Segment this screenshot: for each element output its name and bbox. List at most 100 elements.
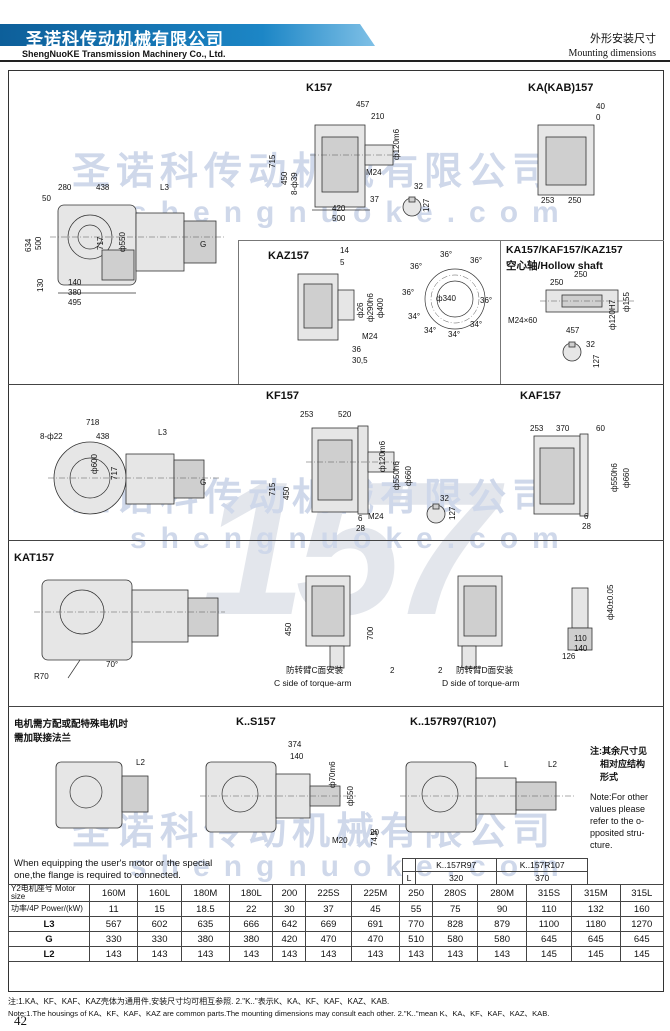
table-cell: 143	[305, 946, 352, 962]
side-note-en-2: values please	[590, 804, 646, 814]
table-cell: 160M	[88, 884, 139, 902]
kf157-side-view-drawing	[48, 441, 220, 515]
dim-text: 140	[68, 278, 82, 287]
dim-text: 36°	[470, 256, 483, 265]
table-cell: 143	[350, 946, 401, 962]
table-cell: 143	[137, 946, 182, 962]
side-note-en-4: pposited stru-	[590, 828, 645, 838]
dim-text: 34°	[448, 330, 461, 339]
dim-text: 34°	[424, 326, 437, 335]
view-label-kaz157: KAZ157	[268, 250, 309, 262]
table-row-header: 功率/4P Power/(kW)	[8, 901, 90, 917]
table-cell: 90	[477, 901, 527, 917]
table-row-header: L3	[8, 916, 90, 932]
view-label-kr97: K..157R97(R107)	[410, 716, 497, 728]
dim-text: 127	[592, 354, 601, 368]
table-cell: 580	[432, 931, 479, 947]
view-label-hollow: KA157/KAF157/KAZ157	[506, 244, 623, 256]
dim-text: L3	[160, 183, 169, 192]
kr97-view-drawing	[400, 761, 576, 833]
table-cell: 380	[229, 931, 274, 947]
table-cell: 160	[619, 901, 665, 917]
table-cell: 691	[350, 916, 401, 932]
kf157-front-view-drawing	[306, 425, 402, 515]
table-cell: 645	[619, 931, 665, 947]
dim-text: 253	[541, 196, 555, 205]
shaft-section-drawing	[426, 503, 446, 524]
table-cell: 470	[305, 931, 352, 947]
table-cell: 669	[305, 916, 352, 932]
table-cell: 145	[619, 946, 665, 962]
l-table-header: K..157R107	[496, 858, 588, 872]
dim-text: 438	[96, 432, 110, 441]
ks157-view-drawing	[200, 761, 356, 833]
view-label-kaf157: KAF157	[520, 390, 561, 402]
dim-text: 250	[568, 196, 582, 205]
table-cell: 160L	[137, 884, 182, 902]
table-cell: 645	[525, 931, 573, 947]
company-name-cn: 圣诺科传动机械有限公司	[26, 30, 224, 50]
table-cell: 580	[477, 931, 527, 947]
dim-text: 70°	[106, 660, 119, 669]
dim-text: ф290h6	[366, 293, 375, 322]
table-cell: 143	[477, 946, 527, 962]
table-cell: 879	[477, 916, 527, 932]
torque-arm-pin-drawing	[567, 587, 593, 651]
dim-text: L3	[158, 428, 167, 437]
dim-text: ф550	[118, 232, 127, 252]
dim-text: 37	[370, 195, 379, 204]
dim-text: 717	[110, 466, 119, 480]
dim-text: 500	[332, 214, 346, 223]
table-cell: 37	[305, 901, 352, 917]
ka157-front-view-drawing	[537, 124, 595, 196]
dim-text: 250	[574, 270, 588, 279]
dim-text: ф550h6	[610, 463, 619, 492]
section-divider	[8, 706, 664, 707]
view-label-kat157: KAT157	[14, 552, 55, 564]
table-cell: 143	[88, 946, 139, 962]
table-cell: 330	[88, 931, 139, 947]
dim-text: G	[200, 478, 207, 487]
dim-text: 438	[96, 183, 110, 192]
section-title-en: Mounting dimensions	[568, 48, 656, 59]
dim-text: 0	[596, 113, 601, 122]
table-cell: 110	[525, 901, 573, 917]
kaz157-view-drawing	[297, 273, 355, 341]
table-cell: 145	[571, 946, 621, 962]
dim-text: 36	[352, 345, 361, 354]
dim-text: 36°	[402, 288, 415, 297]
view-label-kf157: KF157	[266, 390, 300, 402]
dim-text: L2	[136, 758, 145, 767]
dim-text: 250	[550, 278, 564, 287]
table-cell: 1180	[571, 916, 621, 932]
dim-text: ф120m6	[392, 128, 401, 160]
l-table-cell: 370	[496, 871, 588, 885]
shaft-section-drawing	[562, 341, 582, 362]
view-label-k157: K157	[306, 82, 333, 94]
dim-text: 450	[284, 622, 293, 636]
dim-text: 718	[86, 418, 100, 427]
side-note-cn-2: 相对应结构	[600, 759, 646, 769]
table-cell: 635	[180, 916, 231, 932]
dim-text: 210	[371, 112, 385, 121]
dim-text: M20	[332, 836, 348, 845]
dim-text: 40	[596, 102, 605, 111]
table-cell: 1270	[619, 916, 665, 932]
dim-text: M24	[362, 332, 378, 341]
dim-text: 6	[584, 512, 589, 521]
dim-text: 6	[358, 514, 363, 523]
table-cell: 200	[272, 884, 307, 902]
page-number: 42	[14, 1013, 27, 1028]
dim-text: 127	[448, 506, 457, 520]
table-cell: 315S	[525, 884, 573, 902]
table-cell: 30	[272, 901, 307, 917]
dim-text: 140	[290, 752, 304, 761]
flange-note-en-1: When equipping the user's motor or the s…	[14, 858, 213, 869]
side-note-en-5: cture.	[590, 840, 613, 850]
hollow-shaft-drawing	[540, 289, 636, 313]
dim-text: ф340	[436, 294, 456, 303]
divider-vertical	[238, 240, 239, 384]
